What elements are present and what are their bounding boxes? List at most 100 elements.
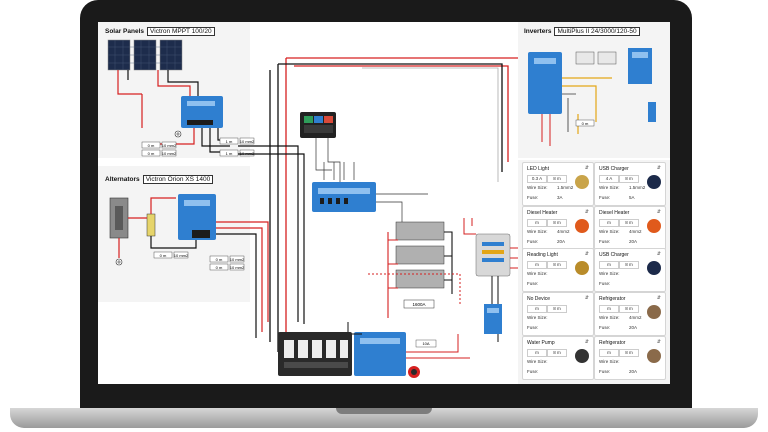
load-current-input[interactable]: m: [527, 349, 547, 357]
load-current-input[interactable]: m: [599, 305, 619, 313]
load-length-input[interactable]: 8 m: [547, 175, 567, 183]
multiplus-inverter[interactable]: [528, 52, 562, 114]
svg-text:0 m: 0 m: [216, 257, 223, 262]
wire-size-value: 4mm2: [629, 229, 642, 234]
alt-wire-badge-1[interactable]: 0 m 10 mm2: [153, 251, 189, 259]
load-length-input[interactable]: 8 m: [619, 305, 639, 313]
fuse-label: Fuse:: [599, 239, 611, 244]
svg-text:10A: 10A: [422, 341, 429, 346]
solar-wire-badge-1[interactable]: 0 m 10 mm2: [141, 141, 177, 149]
alternator-model-select[interactable]: Victron Orion XS 1400: [142, 175, 214, 184]
load-length-input[interactable]: 8 m: [619, 349, 639, 357]
svg-text:10 mm2: 10 mm2: [162, 143, 177, 148]
refrigerator-icon: [647, 349, 661, 363]
svg-text:1 m: 1 m: [226, 151, 233, 156]
fuse-label: Fuse:: [527, 239, 539, 244]
chevron-down-icon[interactable]: ⇵: [584, 251, 589, 257]
chevron-down-icon[interactable]: ⇵: [584, 339, 589, 345]
bus-fuse-badge[interactable]: 10A: [415, 339, 437, 348]
fuse-value: 20A: [629, 369, 638, 374]
chevron-down-icon[interactable]: ⇵: [584, 209, 589, 215]
solar-wire-badge-4[interactable]: 1 m 10 mm2: [219, 149, 255, 157]
load-name: Refrigerator: [599, 296, 626, 302]
led-light-icon: [575, 175, 589, 189]
load-current-input[interactable]: m: [527, 219, 547, 227]
solar-wire-badge-2[interactable]: 0 m 10 mm2: [141, 149, 177, 157]
chevron-down-icon[interactable]: ⇵: [584, 165, 589, 171]
load-length-input[interactable]: 8 m: [547, 349, 567, 357]
orion-charger[interactable]: [178, 194, 216, 240]
battery-bank[interactable]: [395, 221, 445, 289]
load-current-input[interactable]: m: [599, 261, 619, 269]
fuse-block[interactable]: [475, 233, 511, 277]
svg-text:10 mm2: 10 mm2: [162, 151, 177, 156]
solar-model-select[interactable]: Victron MPPT 100/20: [147, 27, 215, 36]
load-current-input[interactable]: m: [599, 219, 619, 227]
wire-size-label: Wire Size:: [527, 315, 548, 320]
svg-text:1 m: 1 m: [226, 139, 233, 144]
chevron-down-icon[interactable]: ⇵: [656, 165, 661, 171]
inverter-wire-badge[interactable]: 0 m: [575, 119, 595, 127]
chevron-down-icon[interactable]: ⇵: [656, 295, 661, 301]
cerbo-display[interactable]: [300, 112, 336, 138]
alt-wire-badge-3[interactable]: 0 m 10 mm2: [209, 263, 245, 271]
ac-outlet-1[interactable]: [575, 51, 617, 65]
alternator-battery[interactable]: [109, 197, 129, 239]
fuse-value: 3A: [557, 195, 563, 200]
svg-text:0 m: 0 m: [160, 253, 167, 258]
solar-panels[interactable]: [107, 39, 183, 71]
cerbo-gx[interactable]: [312, 182, 376, 212]
inverter-model-select[interactable]: MultiPlus II 24/3000/120-50: [554, 27, 640, 36]
battery-protect[interactable]: [484, 304, 502, 334]
chevron-down-icon[interactable]: ⇵: [584, 295, 589, 301]
fuse-value: 5A: [629, 195, 635, 200]
load-length-input[interactable]: 8 m: [547, 219, 567, 227]
load-current-input[interactable]: 4 A: [599, 175, 619, 183]
wire-size-label: Wire Size:: [599, 185, 620, 190]
load-name: Refrigerator: [599, 340, 626, 346]
chevron-down-icon[interactable]: ⇵: [656, 209, 661, 215]
svg-text:1600A: 1600A: [412, 302, 425, 307]
shore-inlet[interactable]: [648, 102, 656, 122]
load-current-input[interactable]: m: [527, 305, 547, 313]
load-current-input[interactable]: 0.3 A: [527, 175, 547, 183]
load-length-input[interactable]: 8 m: [619, 261, 639, 269]
shunt-badge[interactable]: 1600A: [403, 299, 435, 309]
load-current-input[interactable]: m: [599, 349, 619, 357]
multiplus-charger[interactable]: [354, 332, 406, 376]
wire-size-value: 1.5mm2: [629, 185, 646, 190]
svg-text:10 mm2: 10 mm2: [230, 257, 245, 262]
diesel-heater-icon: [647, 219, 661, 233]
load-length-input[interactable]: 8 m: [619, 219, 639, 227]
load-name: USB Charger: [599, 166, 629, 172]
load-name: Diesel Heater: [527, 210, 558, 216]
ac-panel[interactable]: [628, 48, 652, 84]
battery-switch[interactable]: [408, 366, 420, 378]
solar-wire-badge-3[interactable]: 1 m 10 mm2: [219, 137, 255, 145]
chevron-down-icon[interactable]: ⇵: [656, 339, 661, 345]
lynx-distributor[interactable]: [278, 332, 352, 376]
mppt-charger[interactable]: [181, 96, 223, 128]
load-length-input[interactable]: 8 m: [619, 175, 639, 183]
wiring-diagram: 0 m 10 mm2 0 m 10 mm2 1 m 10 mm2 1 m 10 …: [107, 39, 656, 378]
chevron-down-icon[interactable]: ⇵: [656, 251, 661, 257]
alternator-fuse[interactable]: [146, 213, 156, 237]
load-current-input[interactable]: m: [527, 261, 547, 269]
load-length-input[interactable]: 8 m: [547, 261, 567, 269]
wire-size-label: Wire Size:: [527, 271, 548, 276]
alt-wire-badge-2[interactable]: 0 m 10 mm2: [209, 255, 245, 263]
load-length-input[interactable]: 8 m: [547, 305, 567, 313]
